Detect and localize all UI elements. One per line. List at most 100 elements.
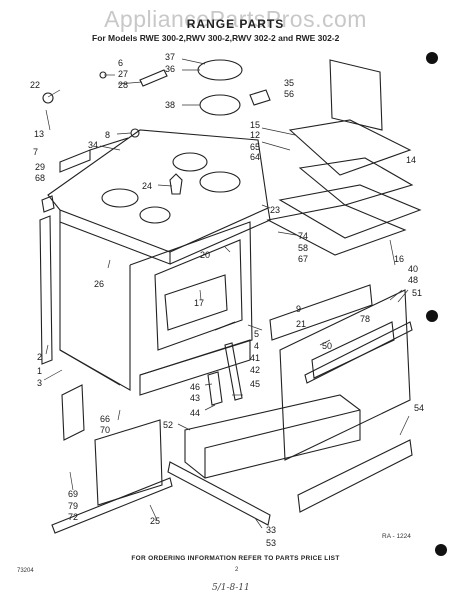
cooktop-outline	[47, 129, 269, 253]
callout-5: 5	[254, 329, 259, 339]
callout-65: 65	[250, 142, 260, 152]
bracket-28	[139, 69, 168, 87]
callout-52: 52	[163, 420, 173, 430]
callout-40: 40	[408, 264, 418, 274]
callout-9: 9	[296, 304, 301, 314]
callout-4: 4	[254, 341, 259, 351]
callout-16: 16	[394, 254, 404, 264]
burner-opening-back-left	[172, 152, 208, 172]
callout-2: 2	[37, 352, 42, 362]
callout-46: 46	[190, 382, 200, 392]
broiler-pan-64	[298, 157, 414, 206]
surface-element-36	[197, 59, 243, 81]
ordering-note: FOR ORDERING INFORMATION REFER TO PARTS …	[131, 555, 340, 562]
center-element-24	[169, 173, 183, 195]
callout-44: 44	[190, 408, 200, 418]
burner-opening-front-right	[139, 206, 171, 224]
lamp-22	[42, 92, 54, 104]
door-handle-51	[304, 321, 413, 384]
callout-6: 6	[118, 58, 123, 68]
leader-lines	[43, 58, 410, 529]
side-panel-2	[39, 215, 53, 365]
handwritten-note: 5/1-8-11	[212, 583, 250, 593]
callout-45: 45	[250, 379, 260, 389]
callout-41: 41	[250, 353, 260, 363]
oven-door-outer	[279, 289, 411, 461]
callout-54: 54	[414, 403, 424, 413]
callout-27: 27	[118, 69, 128, 79]
callout-38: 38	[165, 100, 175, 110]
callout-20: 20	[200, 250, 210, 260]
callout-64: 64	[250, 152, 260, 162]
callout-26: 26	[94, 279, 104, 289]
callout-78: 78	[360, 314, 370, 324]
callout-66: 66	[100, 414, 110, 424]
broiler-grid-15	[288, 119, 412, 176]
side-trim-29	[41, 195, 55, 213]
callout-37: 37	[165, 52, 175, 62]
callout-17: 17	[194, 298, 204, 308]
callout-3: 3	[37, 378, 42, 388]
callout-42: 42	[250, 365, 260, 375]
burner-opening-back-right	[199, 171, 241, 193]
drip-bowl-38	[199, 94, 241, 116]
line-art	[39, 59, 422, 534]
callout-36: 36	[165, 64, 175, 74]
oven-window-opening	[154, 239, 243, 351]
binder-hole-top	[426, 52, 438, 64]
callout-7: 7	[33, 147, 38, 157]
burner-opening-front-left	[101, 188, 139, 208]
drawer-body	[184, 394, 361, 479]
callout-13: 13	[34, 129, 44, 139]
model-subtitle: For Models RWE 300-2,RWV 300-2,RWV 302-2…	[92, 33, 340, 43]
callout-labels: 6 27 28 37 36 35 56 38 22 13 8 7 3 4 2 9 6…	[30, 52, 424, 548]
callout-28: 28	[118, 80, 128, 90]
callout-53: 53	[266, 538, 276, 548]
binder-hole-bottom	[435, 544, 447, 556]
callout-22: 22	[30, 80, 40, 90]
callout-43: 43	[190, 393, 200, 403]
switch-block-7	[59, 149, 91, 173]
callout-1: 1	[37, 366, 42, 376]
door-window	[311, 321, 395, 379]
binder-hole-middle	[426, 310, 438, 322]
rail-41	[224, 342, 243, 401]
hinge-plate	[61, 384, 85, 441]
callout-14: 14	[406, 155, 416, 165]
callout-23: 23	[270, 205, 280, 215]
callout-33: 33	[266, 525, 276, 535]
callout-21: 21	[296, 319, 306, 329]
cabinet-side	[59, 222, 131, 391]
terminal-block-35	[249, 89, 271, 106]
callout-15: 15	[250, 120, 260, 130]
callout-50: 50	[322, 341, 332, 351]
callout-8: 8	[105, 130, 110, 140]
drawing-code: 73204	[17, 568, 34, 574]
callout-35: 35	[284, 78, 294, 88]
callout-58: 58	[298, 243, 308, 253]
callout-70: 70	[100, 425, 110, 435]
drawer-front-54	[297, 439, 413, 513]
oven-rack-58	[266, 204, 407, 256]
drawer-slide-33	[167, 461, 271, 526]
figure-code: RA - 1224	[382, 533, 411, 540]
coil-46	[207, 371, 223, 406]
callout-74: 74	[298, 231, 308, 241]
lower-panel	[94, 419, 163, 506]
back-panel-56	[329, 59, 383, 131]
callout-72: 72	[68, 512, 78, 522]
watermark-text: AppliancePartsPros.com	[104, 6, 367, 32]
callout-69: 69	[68, 489, 78, 499]
callout-67: 67	[298, 254, 308, 264]
lower-frame	[139, 339, 251, 396]
page-title: RANGE PARTS	[186, 17, 285, 31]
callout-56: 56	[284, 89, 294, 99]
callout-12: 12	[250, 130, 260, 140]
page-number: 2	[235, 567, 239, 573]
callout-25: 25	[150, 516, 160, 526]
callout-24: 24	[142, 181, 152, 191]
oven-rack-16	[278, 184, 422, 239]
callout-79: 79	[68, 501, 78, 511]
